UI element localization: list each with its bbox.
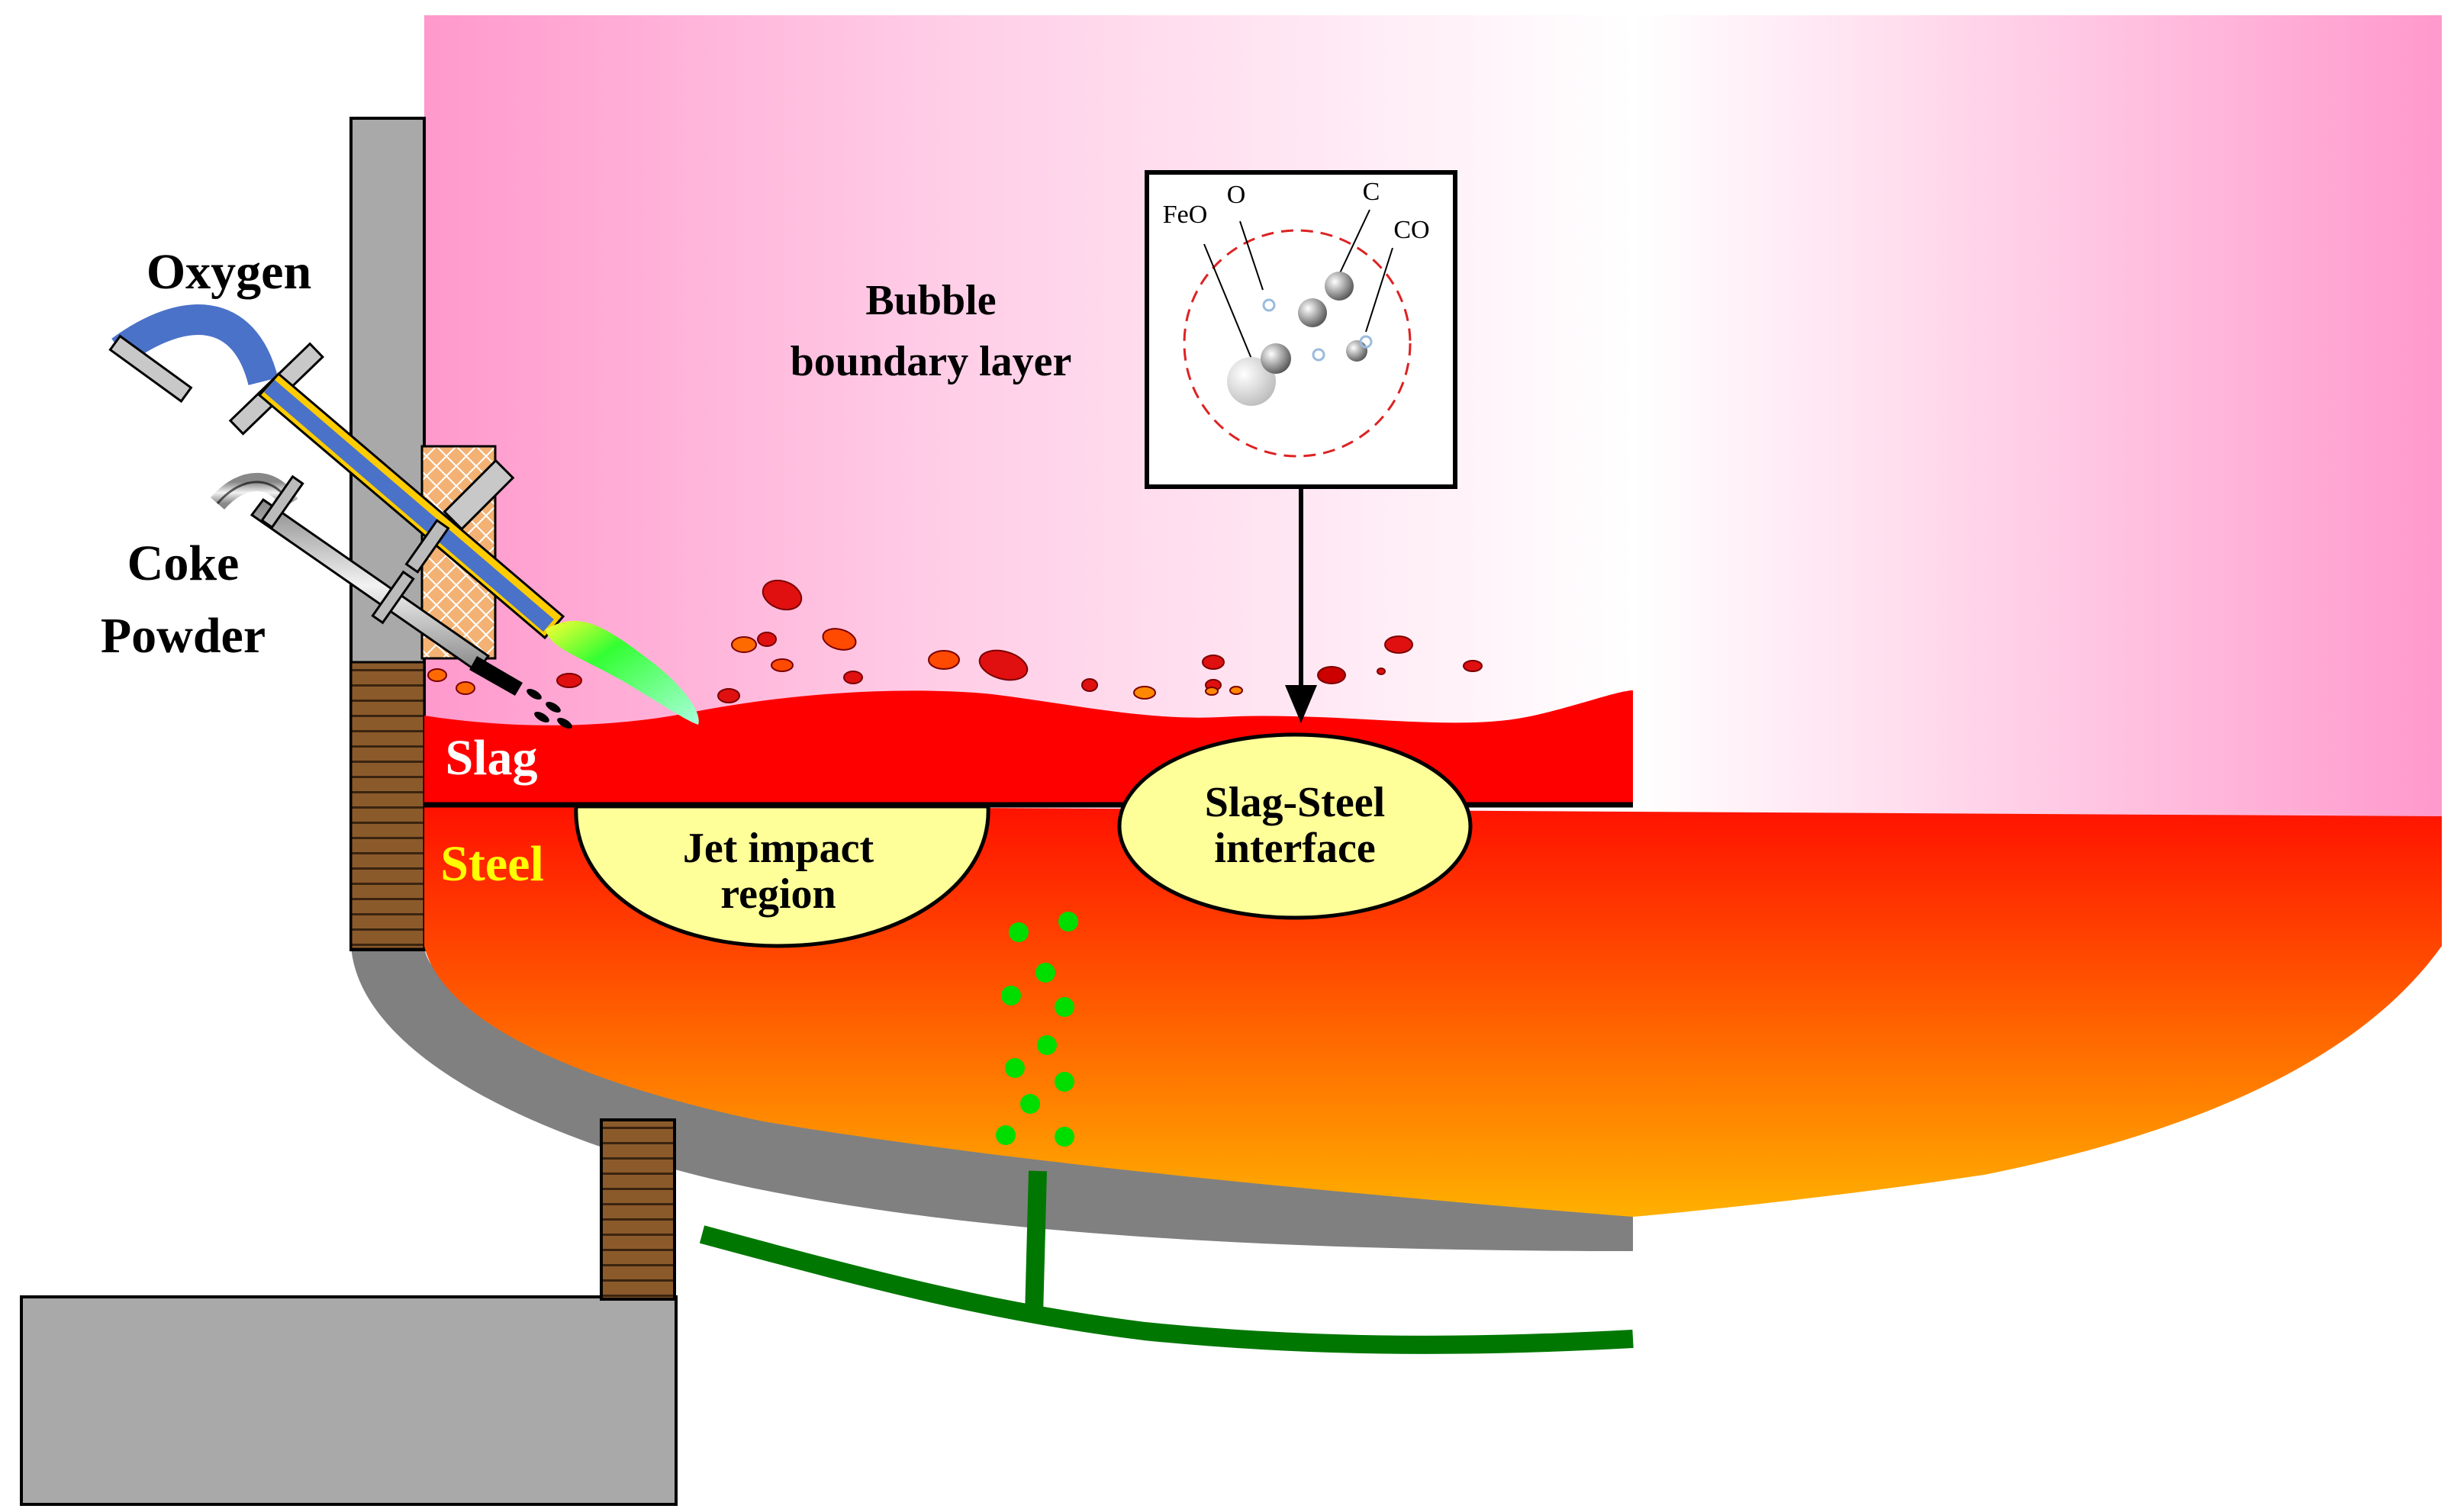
gas-bubble [1005, 1058, 1025, 1078]
gas-bubble [1055, 997, 1074, 1017]
bubble-boundary-circle [1183, 229, 1412, 458]
inset-o-label: O [1227, 181, 1246, 209]
coke-particle [546, 702, 561, 713]
slag-droplet [427, 668, 447, 682]
slag-droplet [556, 673, 582, 688]
region-label: region [720, 870, 836, 918]
gas-bubble [1055, 1072, 1074, 1092]
co-particle [1346, 340, 1367, 362]
slag-droplet [1384, 635, 1413, 654]
boundary-layer-label: boundary layer [791, 338, 1072, 385]
gas-bubble [1037, 1035, 1057, 1055]
coke-particles [527, 689, 572, 729]
steel-label: Steel [440, 836, 544, 892]
gas-bubble [1035, 963, 1055, 983]
slag-droplet [757, 632, 777, 647]
coke-particle [557, 718, 572, 729]
coke-particle [534, 712, 549, 722]
powder-label: Powder [101, 608, 266, 664]
oxygen-label: Oxygen [147, 244, 311, 300]
coke-label: Coke [127, 536, 240, 591]
base-platform [20, 1295, 678, 1506]
slag-droplet [843, 671, 863, 684]
gas-bubble [996, 1125, 1016, 1145]
slag-steel-interface-region [1117, 732, 1473, 920]
inset-arrow-head [1285, 685, 1317, 723]
slag-droplets [427, 579, 1483, 703]
brick-pier [600, 1118, 676, 1301]
slag-droplet [978, 649, 1029, 681]
inset-co-label: CO [1393, 216, 1429, 244]
slag-droplet [1377, 668, 1386, 675]
tuyere-riser [1025, 1170, 1047, 1317]
gas-bubble [1009, 922, 1029, 942]
jet-impact-region [574, 804, 990, 948]
slag-droplet [456, 681, 475, 695]
gas-bubble [1058, 912, 1078, 931]
slag-droplet [822, 628, 857, 651]
jet-impact-label: Jet impact [683, 825, 874, 872]
bottom-tuyere-pipe [699, 1225, 1634, 1354]
slag-droplet [717, 688, 740, 703]
o-particle [1359, 335, 1373, 349]
wall-brick-lining [349, 661, 426, 951]
slag-label: Slag [445, 730, 537, 786]
coke-injector-icon [210, 472, 523, 696]
o-particle [1312, 348, 1325, 362]
slag-droplet [1081, 678, 1098, 692]
flame-jet-icon [546, 620, 699, 725]
gas-bubble [1055, 1127, 1074, 1147]
inset-c-label: C [1363, 178, 1380, 206]
bubble-label: Bubble [865, 277, 996, 324]
gas-bubble [1020, 1094, 1040, 1114]
slag-droplet [1205, 687, 1219, 696]
slag-droplet [1202, 655, 1225, 670]
inset-feo-label: FeO [1163, 201, 1208, 229]
interface-label: interface [1214, 825, 1375, 872]
oxygen-lance-icon [108, 304, 565, 640]
slag-droplet [1317, 666, 1346, 684]
gas-bubble-column [996, 912, 1078, 1147]
slag-droplet [1133, 686, 1156, 700]
slag-droplet [762, 579, 803, 611]
gas-bubble [1001, 986, 1021, 1005]
slag-droplet [928, 650, 960, 670]
slag-droplet [771, 658, 794, 672]
slag-droplet [1463, 660, 1483, 672]
slag-droplet [731, 636, 757, 653]
slag-droplet [1229, 686, 1243, 695]
c-particle [1261, 343, 1291, 374]
coke-particle [527, 689, 542, 700]
feo-particle [1227, 357, 1276, 406]
slag-steel-label: Slag-Steel [1205, 779, 1385, 826]
o-particle [1262, 298, 1276, 312]
c-particle [1298, 298, 1327, 327]
c-particle [1325, 272, 1354, 301]
